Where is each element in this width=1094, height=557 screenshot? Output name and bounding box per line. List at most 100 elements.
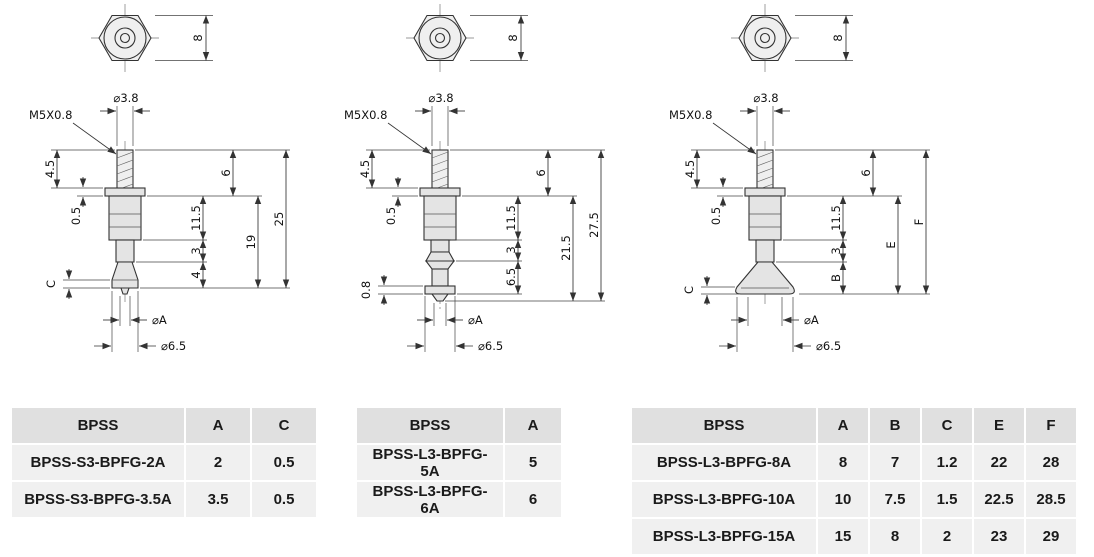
dimension-annotations: M5X0.8 ⌀3.8 4.5 0.5 0.8 6 11.5 3 6.5 bbox=[344, 91, 605, 353]
cell-value: 8 bbox=[818, 445, 868, 480]
col-header: A bbox=[505, 408, 561, 443]
side-view bbox=[735, 141, 795, 305]
dim-thread-label: M5X0.8 bbox=[29, 108, 72, 122]
dim-right-mid: 3 bbox=[189, 247, 203, 254]
col-header: F bbox=[1026, 408, 1076, 443]
dim-pad-diameter: ⌀A bbox=[152, 313, 167, 327]
col-header: A bbox=[186, 408, 250, 443]
cell-value: 10 bbox=[818, 482, 868, 517]
dim-right-mid: 3 bbox=[829, 247, 843, 254]
figure-1-drawing: 8 M5X0.8 ⌀3.8 4.5 0.5 bbox=[29, 4, 290, 353]
cell-value: 22.5 bbox=[974, 482, 1024, 517]
dim-across-flats: 8 bbox=[831, 34, 845, 41]
dim-left-3: C bbox=[682, 286, 696, 294]
dim-right-lower: 4 bbox=[189, 271, 203, 278]
cell-value: 5 bbox=[505, 445, 561, 480]
dim-pad-diameter: ⌀A bbox=[468, 313, 483, 327]
col-header-model: BPSS bbox=[632, 408, 816, 443]
dim-outer-diameter: ⌀6.5 bbox=[478, 339, 503, 353]
dim-right-h2: F bbox=[912, 219, 926, 226]
table-row: BPSS-L3-BPFG-15A 15 8 2 23 29 bbox=[632, 519, 1076, 554]
dim-top-diameter: ⌀3.8 bbox=[113, 91, 138, 105]
spec-table-3: BPSS A B C E F BPSS-L3-BPFG-8A 8 7 1.2 2… bbox=[630, 406, 1078, 556]
table-header-row: BPSS A B C E F bbox=[632, 408, 1076, 443]
cell-model: BPSS-L3-BPFG-8A bbox=[632, 445, 816, 480]
dim-right-h1: 21.5 bbox=[559, 235, 573, 261]
cell-value: 0.5 bbox=[252, 482, 316, 517]
side-view bbox=[104, 141, 146, 302]
col-header-model: BPSS bbox=[12, 408, 184, 443]
table-row: BPSS-S3-BPFG-2A 2 0.5 bbox=[12, 445, 316, 480]
dim-right-h1: 19 bbox=[244, 235, 258, 250]
cell-value: 7.5 bbox=[870, 482, 920, 517]
cell-model: BPSS-S3-BPFG-2A bbox=[12, 445, 184, 480]
dim-right-lower: 6.5 bbox=[504, 268, 518, 286]
cell-model: BPSS-S3-BPFG-3.5A bbox=[12, 482, 184, 517]
col-header-model: BPSS bbox=[357, 408, 503, 443]
cell-value: 22 bbox=[974, 445, 1024, 480]
cell-value: 3.5 bbox=[186, 482, 250, 517]
dim-right-top: 6 bbox=[219, 169, 233, 176]
cell-value: 29 bbox=[1026, 519, 1076, 554]
top-view: 8 bbox=[91, 4, 213, 72]
cell-value: 2 bbox=[922, 519, 972, 554]
cell-model: BPSS-L3-BPFG-10A bbox=[632, 482, 816, 517]
dim-thread-label: M5X0.8 bbox=[344, 108, 387, 122]
dim-left-1: 4.5 bbox=[43, 160, 57, 178]
dim-across-flats: 8 bbox=[191, 34, 205, 41]
cell-value: 1.2 bbox=[922, 445, 972, 480]
dim-right-top: 6 bbox=[859, 169, 873, 176]
side-view bbox=[419, 141, 461, 310]
cell-value: 0.5 bbox=[252, 445, 316, 480]
dim-right-body: 11.5 bbox=[829, 205, 843, 231]
table-header-row: BPSS A bbox=[357, 408, 561, 443]
cell-value: 23 bbox=[974, 519, 1024, 554]
table-row: BPSS-L3-BPFG-5A 5 bbox=[357, 445, 561, 480]
dim-left-2: 0.5 bbox=[709, 207, 723, 225]
dim-right-mid: 3 bbox=[504, 246, 518, 253]
table-header-row: BPSS A C bbox=[12, 408, 316, 443]
dim-outer-diameter: ⌀6.5 bbox=[816, 339, 841, 353]
col-header: C bbox=[922, 408, 972, 443]
dim-right-lower: B bbox=[829, 274, 843, 282]
cell-value: 2 bbox=[186, 445, 250, 480]
cell-value: 1.5 bbox=[922, 482, 972, 517]
col-header: A bbox=[818, 408, 868, 443]
cell-value: 28.5 bbox=[1026, 482, 1076, 517]
top-view: 8 bbox=[731, 4, 853, 72]
dim-left-2: 0.5 bbox=[384, 207, 398, 225]
dim-right-h2: 25 bbox=[272, 212, 286, 227]
dim-left-3: 0.8 bbox=[359, 281, 373, 299]
dim-right-h1: E bbox=[884, 241, 898, 248]
dim-right-body: 11.5 bbox=[504, 205, 518, 231]
dim-left-1: 4.5 bbox=[358, 160, 372, 178]
col-header: C bbox=[252, 408, 316, 443]
dim-pad-diameter: ⌀A bbox=[804, 313, 819, 327]
dim-right-top: 6 bbox=[534, 169, 548, 176]
top-view: 8 bbox=[406, 4, 528, 72]
dim-outer-diameter: ⌀6.5 bbox=[161, 339, 186, 353]
dimension-annotations: M5X0.8 ⌀3.8 4.5 0.5 C 6 11.5 3 B E bbox=[669, 91, 930, 353]
cell-model: BPSS-L3-BPFG-6A bbox=[357, 482, 503, 517]
cell-value: 6 bbox=[505, 482, 561, 517]
cell-model: BPSS-L3-BPFG-5A bbox=[357, 445, 503, 480]
dim-top-diameter: ⌀3.8 bbox=[753, 91, 778, 105]
table-row: BPSS-L3-BPFG-6A 6 bbox=[357, 482, 561, 517]
cell-value: 8 bbox=[870, 519, 920, 554]
cell-value: 15 bbox=[818, 519, 868, 554]
table-row: BPSS-L3-BPFG-8A 8 7 1.2 22 28 bbox=[632, 445, 1076, 480]
table-row: BPSS-L3-BPFG-10A 10 7.5 1.5 22.5 28.5 bbox=[632, 482, 1076, 517]
dim-left-2: 0.5 bbox=[69, 207, 83, 225]
spec-table-1: BPSS A C BPSS-S3-BPFG-2A 2 0.5 BPSS-S3-B… bbox=[10, 406, 318, 519]
dim-right-h2: 27.5 bbox=[587, 212, 601, 238]
dim-top-diameter: ⌀3.8 bbox=[428, 91, 453, 105]
figure-3-drawing: 8 M5X0.8 ⌀3.8 4.5 0.5 bbox=[669, 4, 930, 353]
cell-value: 7 bbox=[870, 445, 920, 480]
figure-2-drawing: 8 M5X0.8 ⌀3.8 4.5 0.5 bbox=[344, 4, 605, 353]
col-header: E bbox=[974, 408, 1024, 443]
table-row: BPSS-S3-BPFG-3.5A 3.5 0.5 bbox=[12, 482, 316, 517]
cell-model: BPSS-L3-BPFG-15A bbox=[632, 519, 816, 554]
dim-thread-label: M5X0.8 bbox=[669, 108, 712, 122]
spec-table-2: BPSS A BPSS-L3-BPFG-5A 5 BPSS-L3-BPFG-6A… bbox=[355, 406, 563, 519]
